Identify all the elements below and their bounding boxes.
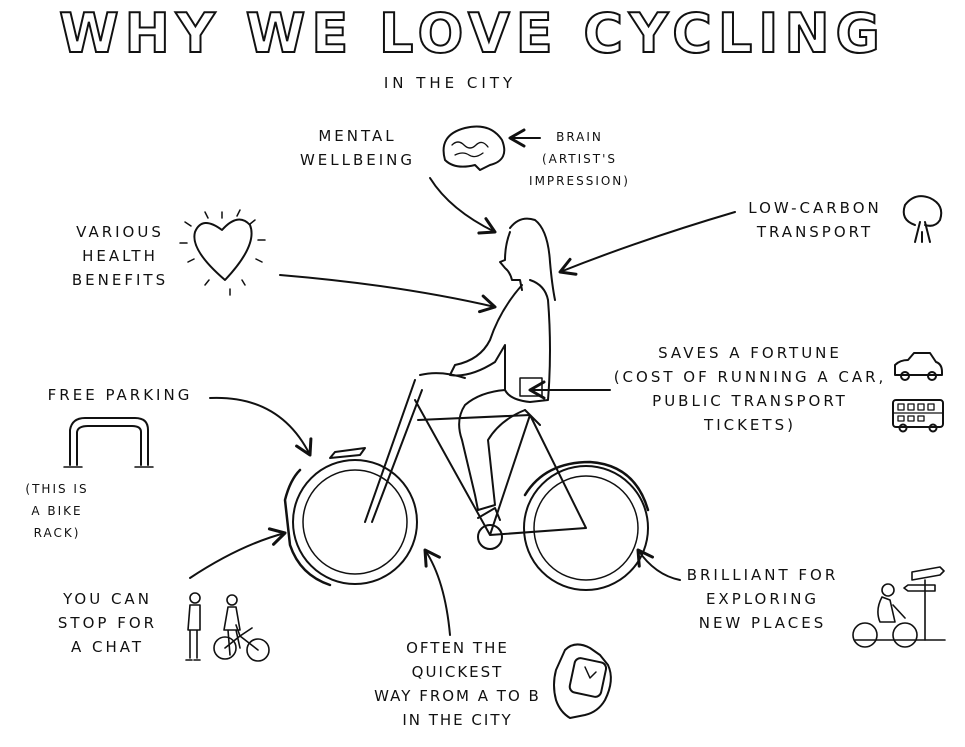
subtitle: IN THE CITY: [383, 74, 517, 92]
exploring-cyclist-icon: [852, 566, 946, 648]
label-low-carbon: LOW-CARBON TRANSPORT: [748, 199, 882, 241]
watch-icon: [553, 643, 612, 719]
label-bike-rack: (THIS IS A BIKE RACK): [25, 482, 89, 540]
label-stop-chat: YOU CAN STOP FOR A CHAT: [57, 590, 158, 656]
arrow-parking: [209, 396, 313, 457]
bus-icon: [892, 399, 944, 433]
chatting-people-icon: [185, 592, 270, 662]
arrow-chat: [189, 527, 287, 579]
tree-icon: [902, 195, 943, 243]
car-icon: [894, 352, 943, 381]
label-health: VARIOUS HEALTH BENEFITS: [71, 223, 169, 289]
label-free-parking: FREE PARKING: [47, 386, 193, 404]
arrows: [189, 128, 736, 636]
bicycle-illustration: [283, 372, 650, 591]
brain-icon: [442, 125, 506, 171]
label-exploring: BRILLIANT FOR EXPLORING NEW PLACES: [686, 566, 839, 632]
bike-rack-icon: [63, 417, 154, 468]
label-brain: BRAIN (ARTIST'S IMPRESSION): [529, 130, 630, 188]
label-mental-wellbeing: MENTAL WELLBEING: [299, 127, 416, 169]
cyclist-woman: [449, 217, 556, 511]
arrow-health: [279, 274, 497, 314]
arrow-quickest: [423, 548, 451, 636]
arrow-exploring: [636, 548, 681, 581]
label-quickest: OFTEN THE QUICKEST WAY FROM A TO B IN TH…: [374, 639, 541, 729]
arrow-carbon: [558, 211, 736, 276]
label-saves-fortune: SAVES A FORTUNE (COST OF RUNNING A CAR, …: [613, 344, 887, 434]
arrow-mental: [429, 177, 497, 235]
heart-icon: [179, 209, 266, 296]
title: WHY WE LOVE CYCLING: [58, 1, 886, 66]
